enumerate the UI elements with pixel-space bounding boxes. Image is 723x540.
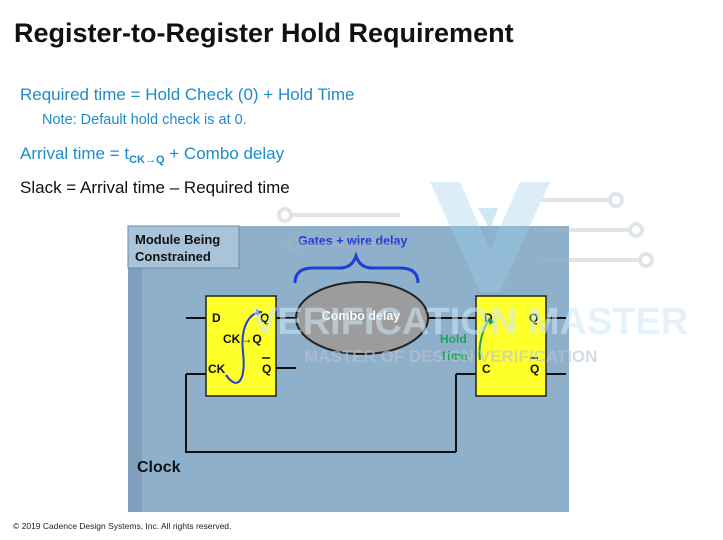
combo-delay-ellipse: [295, 281, 429, 355]
hold-time-arrowhead: [489, 318, 495, 325]
curly-brace: [293, 251, 420, 284]
arrival-prefix: Arrival time = t: [20, 144, 130, 163]
capture-flipflop: [475, 295, 547, 397]
page-title: Register-to-Register Hold Requirement: [14, 18, 514, 48]
hold-time-arrow: [478, 317, 491, 361]
ff2-q-pin: Q: [529, 311, 538, 325]
ff1-ck-pin: CK: [208, 362, 226, 376]
ff1-d-pin: D: [212, 311, 221, 325]
hold-label-line2: Time: [440, 349, 468, 363]
module-label-line2: Constrained: [135, 249, 211, 264]
clock-label: Clock: [137, 459, 181, 476]
ck-to-q-arrowhead: [256, 309, 262, 316]
module-label-line1: Module Being: [135, 232, 220, 247]
ff1-qbar-pin: Q: [262, 362, 271, 376]
ck-to-q-arrow: [225, 311, 263, 384]
gates-wire-delay-label: Gates + wire delay: [298, 234, 407, 248]
hold-label-line1: Hold: [440, 332, 467, 346]
copyright-footer: © 2019 Cadence Design Systems, Inc. All …: [13, 521, 232, 531]
required-time-equation: Required time = Hold Check (0) + Hold Ti…: [20, 85, 355, 104]
hold-check-note: Note: Default hold check is at 0.: [42, 112, 247, 128]
arrival-time-equation: Arrival time = tCK→Q + Combo delay: [20, 144, 284, 166]
slack-equation: Slack = Arrival time – Required time: [20, 178, 290, 197]
arrival-subscript: CK→Q: [129, 154, 165, 166]
combo-delay-label: Combo delay: [322, 309, 401, 323]
module-left-shade: [128, 268, 142, 512]
ff2-c-pin: C: [482, 362, 491, 376]
ff2-d-pin: D: [484, 311, 493, 325]
ff1-q-pin: Q: [260, 311, 269, 325]
module-label-box: [127, 225, 240, 269]
arrival-suffix: + Combo delay: [164, 144, 285, 163]
ff2-qbar-pin: Q: [530, 362, 539, 376]
wires: [185, 317, 566, 453]
